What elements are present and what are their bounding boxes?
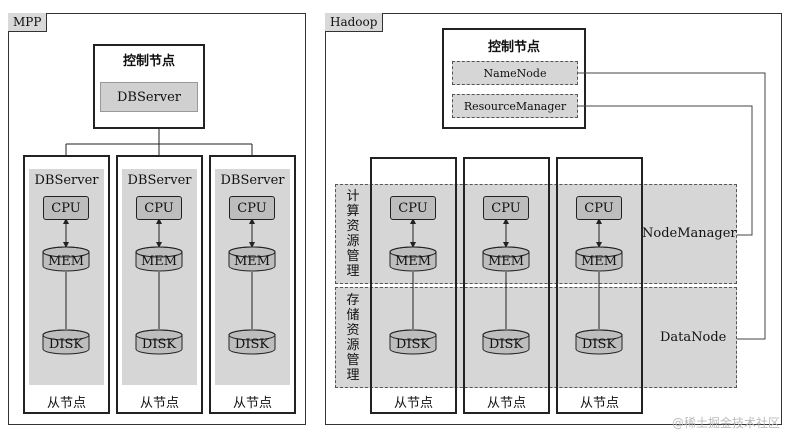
- hadoop-slave-3-disk: DISK: [581, 336, 617, 352]
- hadoop-slave-node-1: [370, 157, 457, 414]
- resource-manager-box: ResourceManager: [452, 94, 578, 118]
- mpp-panel-tag: MPP: [8, 13, 48, 32]
- hadoop-slave-2-label: 从节点: [486, 395, 526, 411]
- hadoop-slave-1-mem: MEM: [394, 253, 432, 269]
- mpp-panel: [8, 13, 306, 425]
- mpp-slave-2-label: 从节点: [139, 395, 179, 411]
- hadoop-slave-node-2: [463, 157, 550, 414]
- mpp-slave-3-disk: DISK: [234, 336, 270, 352]
- hadoop-panel: [325, 13, 782, 425]
- hadoop-panel-tag: Hadoop: [325, 13, 384, 32]
- mpp-slave-2-mem: MEM: [140, 253, 178, 269]
- hadoop-slave-node-3: [556, 157, 643, 414]
- namenode-to-datanode-line: [578, 72, 766, 340]
- mpp-slave-1-disk: DISK: [48, 336, 84, 352]
- mpp-slave-1-cpu: CPU: [43, 196, 89, 220]
- hadoop-slave-2-disk: DISK: [488, 336, 524, 352]
- hadoop-slave-2-mem: MEM: [487, 253, 525, 269]
- hadoop-slave-1-cpu: CPU: [390, 196, 436, 220]
- watermark-text: @稀土掘金技术社区: [672, 416, 781, 430]
- resourcemanager-to-nodemanager-line: [578, 105, 753, 236]
- hadoop-slave-3-mem: MEM: [580, 253, 618, 269]
- memory-cylinder-icon: [42, 246, 623, 272]
- mpp-slave-2-cpu: CPU: [136, 196, 182, 220]
- mpp-control-node-title: 控制节点: [122, 53, 175, 69]
- hadoop-slave-1-label: 从节点: [393, 395, 433, 411]
- data-node-label: DataNode: [660, 330, 727, 345]
- disk-cylinder-icon: [42, 329, 623, 355]
- mpp-slave-3-label: 从节点: [232, 395, 272, 411]
- node-manager-label: NodeManager: [642, 226, 737, 241]
- hadoop-control-node-title: 控制节点: [487, 39, 540, 55]
- hadoop-slave-1-disk: DISK: [395, 336, 431, 352]
- compute-band-label: 计算资源管理: [346, 189, 360, 279]
- mpp-slave-3-mem: MEM: [233, 253, 271, 269]
- hadoop-slave-3-cpu: CPU: [576, 196, 622, 220]
- namenode-box: NameNode: [452, 61, 578, 85]
- mpp-slave-1-label: 从节点: [46, 395, 86, 411]
- mpp-slave-3-cpu: CPU: [229, 196, 275, 220]
- mpp-slave-3-server: DBServer: [220, 172, 285, 188]
- mpp-slave-2-disk: DISK: [141, 336, 177, 352]
- hadoop-slave-3-label: 从节点: [579, 395, 619, 411]
- storage-band-label: 存储资源管理: [346, 293, 360, 383]
- mpp-slave-1-server: DBServer: [34, 172, 99, 188]
- hadoop-slave-2-cpu: CPU: [483, 196, 529, 220]
- mpp-slave-1-mem: MEM: [47, 253, 85, 269]
- mpp-slave-2-server: DBServer: [127, 172, 192, 188]
- mpp-control-node-server: DBServer: [100, 82, 198, 112]
